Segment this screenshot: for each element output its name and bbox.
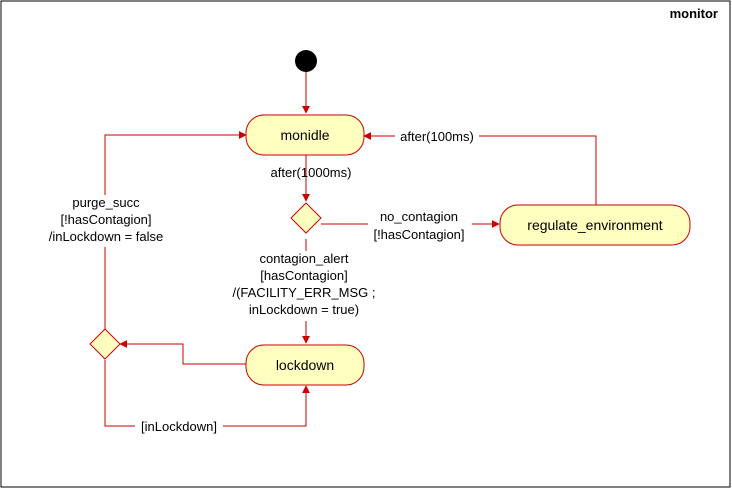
label-after-100ms: after(100ms)	[400, 129, 474, 144]
transition-lockdown-to-choice	[119, 340, 246, 365]
state-regulate-environment[interactable]: regulate_environment	[499, 204, 691, 246]
label-purge-succ-guard: [!hasContagion]	[60, 212, 151, 227]
label-contagion-alert-action-2: inLockdown = true)	[249, 302, 359, 317]
state-lockdown-label: lockdown	[276, 357, 334, 373]
label-contagion-alert-action-1: /(FACILITY_ERR_MSG ;	[232, 285, 375, 300]
initial-state	[295, 50, 317, 72]
state-lockdown[interactable]: lockdown	[245, 344, 365, 386]
state-monidle[interactable]: monidle	[245, 114, 365, 156]
diagram-title: monitor	[670, 6, 718, 21]
label-contagion-alert-guard: [hasContagion]	[260, 268, 347, 283]
label-purge-succ-event: purge_succ	[72, 195, 140, 210]
label-after-1000ms: after(1000ms)	[271, 165, 352, 180]
transition-after-100ms	[363, 132, 597, 206]
state-regulate-environment-label: regulate_environment	[527, 217, 663, 233]
label-no-contagion-guard: [!hasContagion]	[373, 227, 464, 242]
label-in-lockdown: [inLockdown]	[141, 419, 217, 434]
label-purge-succ-action: /inLockdown = false	[49, 229, 164, 244]
state-monidle-label: monidle	[280, 127, 329, 143]
transition-purge-succ	[104, 131, 247, 329]
label-no-contagion-event: no_contagion	[380, 209, 458, 224]
label-contagion-alert-event: contagion_alert	[260, 251, 349, 266]
choice-node-lockdown	[89, 328, 121, 360]
choice-node-contagion	[290, 202, 322, 234]
